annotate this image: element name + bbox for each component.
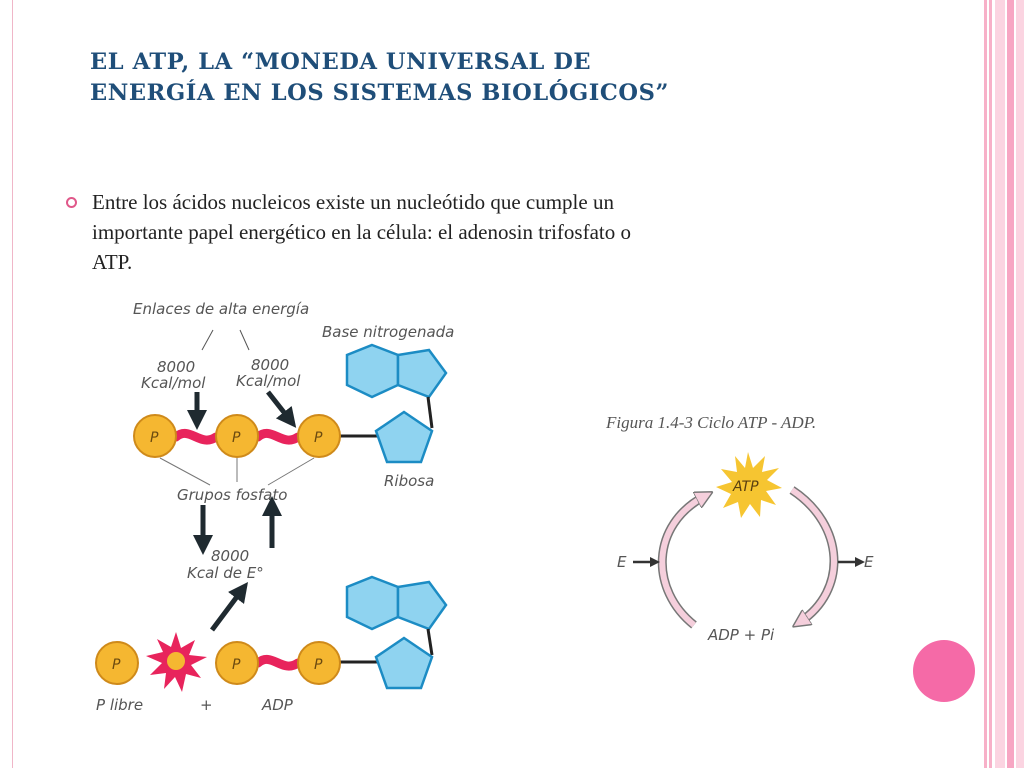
energy-left-value: 8000	[157, 358, 195, 376]
enlaces-label: Enlaces de alta energía	[133, 300, 309, 318]
atp-star-icon	[716, 452, 782, 518]
free-phosphate: P	[95, 641, 139, 685]
bullet-marker-icon	[66, 197, 77, 208]
bullet-text: Entre los ácidos nucleicos existe un nuc…	[92, 187, 862, 277]
release-arrow-icon	[210, 582, 248, 632]
enlaces-pointer-right	[239, 329, 250, 351]
high-energy-bond-1	[171, 429, 221, 445]
kcal-value: 8000	[211, 547, 249, 565]
p-libre-label: P libre	[96, 696, 143, 714]
slide-title: EL ATP, LA “MONEDA UNIVERSAL DE ENERGÍA …	[90, 47, 790, 109]
atp-phosphate-2: P	[215, 414, 259, 458]
energy-burst-core	[167, 652, 185, 670]
svg-text:P: P	[232, 430, 241, 446]
atp-phosphate-1: P	[133, 414, 177, 458]
energy-right-value: 8000	[251, 356, 289, 374]
svg-text:P: P	[112, 657, 121, 673]
adp-bond	[253, 655, 303, 671]
ribosa-label: Ribosa	[384, 472, 434, 490]
title-line-1: EL ATP, LA “MONEDA UNIVERSAL DE	[90, 49, 592, 75]
base-nitrogenada-label: Base nitrogenada	[322, 323, 454, 341]
kcal-unit: Kcal de E°	[187, 564, 264, 582]
atp-phosphate-3: P	[297, 414, 341, 458]
svg-text:P: P	[314, 430, 323, 446]
atp-adp-cycle-figure: Figura 1.4-3 Ciclo ATP - ADP. ATP E E AD…	[605, 413, 874, 644]
high-energy-bond-2	[253, 429, 303, 445]
energy-out-label: E	[864, 553, 874, 571]
svg-text:P: P	[314, 657, 323, 673]
energy-left-unit: Kcal/mol	[141, 374, 206, 392]
bullet-line-2: importante papel energético en la célula…	[92, 220, 631, 244]
energy-in-label: E	[617, 553, 627, 571]
atp-structure-diagram: Enlaces de alta energía Base nitrogenada…	[95, 300, 454, 714]
adp-base-ribose-link	[426, 628, 434, 656]
base-ribose-link	[426, 396, 434, 429]
adp-pi-label: ADP + Pi	[707, 626, 775, 644]
enlaces-pointer-left	[201, 329, 214, 351]
bullet-line-3: ATP.	[92, 250, 133, 274]
adp-phosphate-2: P	[297, 641, 341, 685]
energy-right-unit: Kcal/mol	[236, 372, 301, 390]
grupos-fosfato-label: Grupos fosfato	[177, 486, 287, 504]
grupo-line-3	[267, 457, 315, 486]
grupo-line-1	[159, 457, 211, 486]
adp-nitrogenous-base-icon	[345, 575, 448, 631]
atp-ribose-icon	[374, 410, 434, 464]
svg-text:P: P	[232, 657, 241, 673]
adp-phosphate-1: P	[215, 641, 259, 685]
atp-star-label: ATP	[732, 479, 759, 495]
title-line-2: ENERGÍA EN LOS SISTEMAS BIOLÓGICOS”	[90, 80, 670, 106]
plus-label: +	[200, 696, 213, 714]
svg-text:P: P	[150, 430, 159, 446]
bullet-line-1: Entre los ácidos nucleicos existe un nuc…	[92, 190, 614, 214]
bond-arrow-right-icon	[266, 390, 297, 428]
left-frame-line	[12, 0, 13, 768]
adp-label: ADP	[261, 696, 294, 714]
decorative-pink-circle	[913, 640, 975, 702]
adp-ribose-icon	[374, 636, 434, 690]
cycle-caption: Figura 1.4-3 Ciclo ATP - ADP.	[605, 413, 816, 432]
atp-nitrogenous-base-icon	[345, 343, 448, 399]
